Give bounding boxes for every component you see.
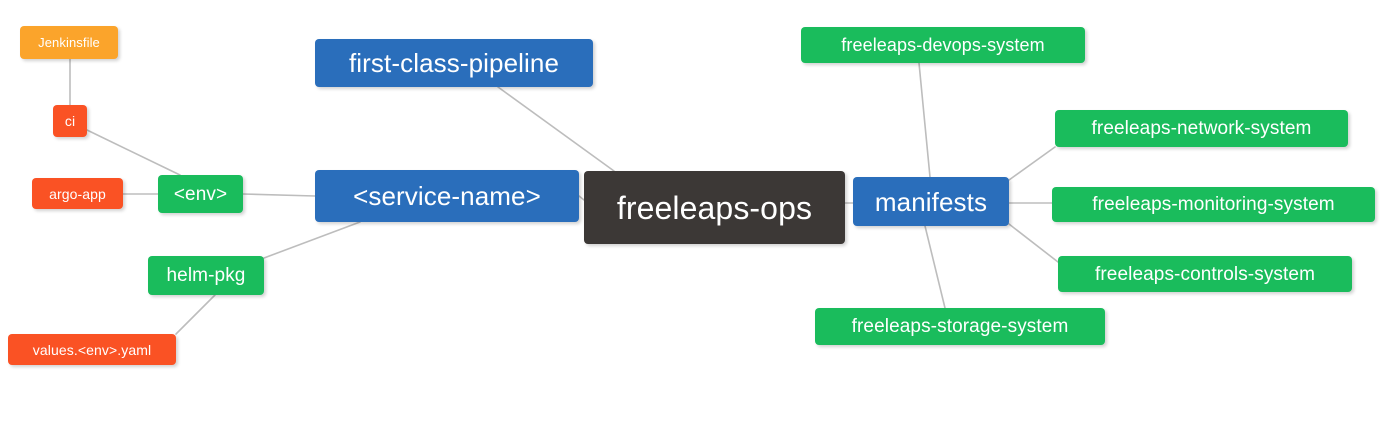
node-label-env: <env> [173, 183, 228, 205]
node-first-class-pipeline[interactable]: first-class-pipeline [315, 39, 593, 87]
node-values-yaml[interactable]: values.<env>.yaml [8, 334, 176, 365]
node-storage-system[interactable]: freeleaps-storage-system [815, 308, 1105, 345]
node-network-system[interactable]: freeleaps-network-system [1055, 110, 1348, 147]
edge-ci-to-env [86, 129, 181, 176]
node-monitoring-system[interactable]: freeleaps-monitoring-system [1052, 187, 1375, 222]
edge-values-yaml-to-helm-pkg [175, 294, 216, 335]
edge-network-system-to-manifests [1008, 146, 1056, 181]
node-label-jenkinsfile: Jenkinsfile [38, 35, 100, 50]
node-freeleaps-ops[interactable]: freeleaps-ops [584, 171, 845, 244]
edge-helm-pkg-to-service-name [263, 221, 361, 259]
node-env[interactable]: <env> [158, 175, 243, 213]
edge-devops-system-to-manifests [918, 62, 931, 178]
node-label-ci: ci [64, 113, 76, 129]
node-jenkinsfile[interactable]: Jenkinsfile [20, 26, 118, 59]
node-ci[interactable]: ci [53, 105, 87, 137]
node-label-service-name: <service-name> [353, 181, 541, 211]
node-label-monitoring-system: freeleaps-monitoring-system [1092, 194, 1335, 215]
node-label-controls-system: freeleaps-controls-system [1094, 263, 1316, 285]
node-label-values-yaml: values.<env>.yaml [32, 341, 152, 358]
node-label-storage-system: freeleaps-storage-system [851, 316, 1069, 337]
node-label-argo-app: argo-app [49, 185, 106, 202]
edge-controls-system-to-manifests [1008, 223, 1059, 263]
node-helm-pkg[interactable]: helm-pkg [148, 256, 264, 295]
node-label-freeleaps-ops: freeleaps-ops [616, 189, 813, 226]
node-argo-app[interactable]: argo-app [32, 178, 123, 209]
edge-first-class-pipeline-to-freeleaps-ops [497, 86, 615, 172]
node-label-helm-pkg: helm-pkg [166, 265, 246, 286]
node-label-devops-system: freeleaps-devops-system [841, 35, 1045, 55]
edge-env-to-service-name [242, 193, 316, 197]
node-manifests[interactable]: manifests [853, 177, 1009, 226]
edge-storage-system-to-manifests [924, 225, 946, 309]
node-label-network-system: freeleaps-network-system [1091, 118, 1312, 139]
node-label-manifests: manifests [874, 186, 988, 217]
node-label-first-class-pipeline: first-class-pipeline [348, 48, 560, 78]
node-controls-system[interactable]: freeleaps-controls-system [1058, 256, 1352, 292]
node-service-name[interactable]: <service-name> [315, 170, 579, 222]
node-devops-system[interactable]: freeleaps-devops-system [801, 27, 1085, 63]
